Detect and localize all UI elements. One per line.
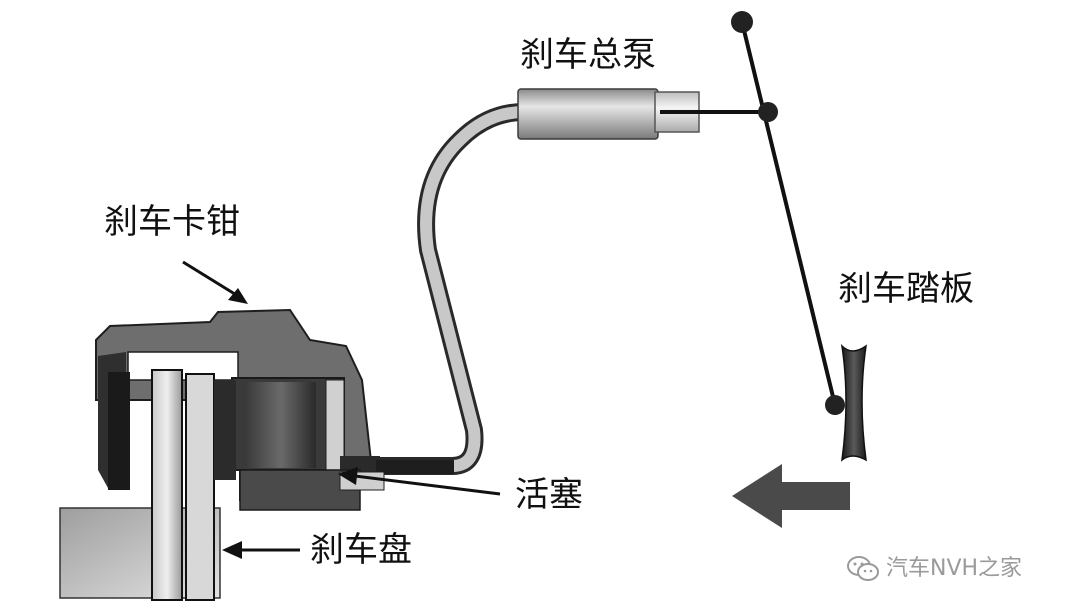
label-pedal: 刹车踏板	[838, 269, 974, 309]
master-cylinder	[517, 88, 768, 140]
pedal-pivot	[825, 395, 845, 415]
pivot-joint	[758, 102, 778, 122]
label-piston: 活塞	[515, 475, 583, 515]
leader-caliper	[182, 260, 248, 304]
pedal-pad	[840, 343, 868, 462]
piston	[246, 382, 316, 468]
leader-piston	[338, 467, 501, 496]
brake-caliper	[95, 308, 454, 511]
disc-plate-left	[151, 369, 183, 601]
label-disc: 刹车盘	[310, 530, 412, 570]
pivot-top	[731, 11, 753, 33]
label-master-cylinder: 刹车总泵	[520, 35, 656, 75]
brake-disc	[59, 369, 236, 601]
pedal-lever	[740, 21, 837, 406]
force-arrow	[732, 464, 850, 528]
label-caliper: 刹车卡钳	[104, 202, 240, 242]
watermark-text: 汽车NVH之家	[886, 556, 1023, 581]
inner-pad	[214, 380, 236, 480]
disc-plate-right	[185, 373, 215, 601]
brake-hose	[363, 103, 533, 475]
wechat-icon	[847, 556, 879, 581]
brake-pedal	[731, 11, 868, 462]
leader-disc	[222, 541, 300, 559]
watermark: 汽车NVH之家	[846, 553, 1022, 585]
